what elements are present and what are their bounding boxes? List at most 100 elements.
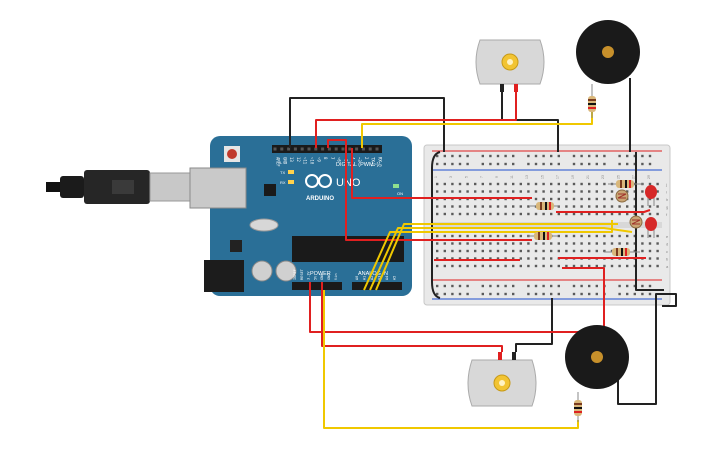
breadboard-hole[interactable] (572, 190, 576, 193)
breadboard-hole[interactable] (588, 234, 591, 238)
wire-yellow-bottom-buzzer[interactable] (323, 290, 579, 429)
pin-hole[interactable] (273, 147, 277, 151)
breadboard-hole[interactable] (641, 242, 644, 245)
breadboard-hole[interactable] (656, 182, 659, 186)
pin-hole[interactable] (348, 147, 352, 151)
breadboard-hole[interactable] (648, 249, 652, 253)
breadboard-hole[interactable] (588, 182, 591, 186)
breadboard-hole[interactable] (603, 154, 606, 158)
breadboard-hole[interactable] (496, 154, 500, 158)
breadboard-hole[interactable] (618, 205, 621, 208)
breadboard-hole[interactable] (588, 284, 591, 288)
breadboard-hole[interactable] (656, 190, 659, 193)
breadboard-hole[interactable] (542, 154, 545, 158)
breadboard-hole[interactable] (496, 284, 500, 288)
breadboard-hole[interactable] (603, 182, 606, 186)
breadboard-hole[interactable] (436, 212, 439, 216)
breadboard-hole[interactable] (550, 212, 553, 216)
breadboard-hole[interactable] (489, 212, 492, 216)
breadboard-hole[interactable] (626, 190, 629, 193)
breadboard-hole[interactable] (534, 249, 538, 253)
breadboard-hole[interactable] (527, 257, 530, 260)
breadboard-hole[interactable] (504, 242, 507, 245)
breadboard-hole[interactable] (451, 257, 454, 260)
breadboard-hole[interactable] (626, 162, 629, 166)
breadboard-hole[interactable] (496, 264, 500, 268)
breadboard-hole[interactable] (512, 162, 515, 166)
breadboard-hole[interactable] (527, 182, 530, 186)
breadboard-hole[interactable] (436, 292, 439, 296)
breadboard-hole[interactable] (489, 205, 492, 208)
breadboard-hole[interactable] (481, 264, 484, 268)
breadboard-hole[interactable] (633, 205, 636, 208)
breadboard-hole[interactable] (489, 242, 492, 245)
breadboard-hole[interactable] (572, 154, 576, 158)
breadboard-hole[interactable] (451, 249, 454, 253)
pin-hole[interactable] (327, 147, 331, 151)
breadboard-hole[interactable] (436, 242, 439, 245)
breadboard-hole[interactable] (436, 162, 439, 166)
breadboard-hole[interactable] (656, 249, 659, 253)
breadboard-hole[interactable] (443, 212, 446, 216)
breadboard-hole[interactable] (550, 162, 553, 166)
piezo-buzzer-bottom[interactable] (565, 325, 629, 422)
wire-red-led-jumper-1[interactable] (556, 209, 651, 213)
breadboard-hole[interactable] (588, 154, 591, 158)
breadboard-hole[interactable] (489, 257, 492, 260)
breadboard-hole[interactable] (565, 212, 568, 216)
breadboard-hole[interactable] (466, 182, 469, 186)
breadboard-hole[interactable] (534, 284, 538, 288)
breadboard-hole[interactable] (641, 264, 644, 268)
breadboard-hole[interactable] (474, 234, 477, 238)
breadboard-hole[interactable] (648, 242, 652, 245)
breadboard-hole[interactable] (481, 190, 484, 193)
red-led[interactable] (645, 217, 657, 238)
breadboard-hole[interactable] (610, 190, 614, 193)
breadboard-hole[interactable] (595, 292, 598, 296)
breadboard-hole[interactable] (542, 197, 545, 201)
breadboard-hole[interactable] (436, 182, 439, 186)
breadboard-hole[interactable] (565, 249, 568, 253)
breadboard-hole[interactable] (557, 162, 560, 166)
breadboard-hole[interactable] (618, 234, 621, 238)
breadboard-hole[interactable] (557, 264, 560, 268)
breadboard-hole[interactable] (512, 182, 515, 186)
breadboard-hole[interactable] (504, 234, 507, 238)
breadboard-hole[interactable] (512, 284, 515, 288)
breadboard-hole[interactable] (580, 205, 583, 208)
breadboard-hole[interactable] (458, 257, 462, 260)
pin-hole[interactable] (334, 147, 338, 151)
breadboard-hole[interactable] (481, 284, 484, 288)
breadboard-hole[interactable] (504, 284, 507, 288)
arduino-uno[interactable]: ARDUINO UNO DIGITAL (PWM~) POWER ANALOG … (189, 136, 412, 296)
breadboard-hole[interactable] (451, 154, 454, 158)
breadboard-hole[interactable] (496, 182, 500, 186)
breadboard-hole[interactable] (648, 205, 652, 208)
breadboard-hole[interactable] (641, 249, 644, 253)
breadboard-hole[interactable] (474, 257, 477, 260)
breadboard-hole[interactable] (557, 197, 560, 201)
breadboard-hole[interactable] (481, 234, 484, 238)
breadboard-hole[interactable] (565, 234, 568, 238)
breadboard-hole[interactable] (436, 257, 439, 260)
breadboard-hole[interactable] (527, 292, 530, 296)
breadboard-hole[interactable] (580, 197, 583, 201)
breadboard-hole[interactable] (527, 162, 530, 166)
breadboard-hole[interactable] (603, 212, 606, 216)
breadboard-hole[interactable] (489, 249, 492, 253)
breadboard-hole[interactable] (542, 257, 545, 260)
breadboard-hole[interactable] (512, 154, 515, 158)
breadboard-hole[interactable] (572, 182, 576, 186)
dc-motor-bottom[interactable] (467, 352, 537, 407)
breadboard-hole[interactable] (481, 205, 484, 208)
breadboard-hole[interactable] (542, 242, 545, 245)
breadboard-hole[interactable] (656, 205, 659, 208)
breadboard-hole[interactable] (519, 249, 522, 253)
breadboard-hole[interactable] (641, 205, 644, 208)
breadboard-hole[interactable] (519, 242, 522, 245)
breadboard-hole[interactable] (595, 249, 598, 253)
breadboard-hole[interactable] (595, 197, 598, 201)
breadboard-hole[interactable] (489, 182, 492, 186)
breadboard-hole[interactable] (550, 242, 553, 245)
breadboard-hole[interactable] (656, 212, 659, 216)
